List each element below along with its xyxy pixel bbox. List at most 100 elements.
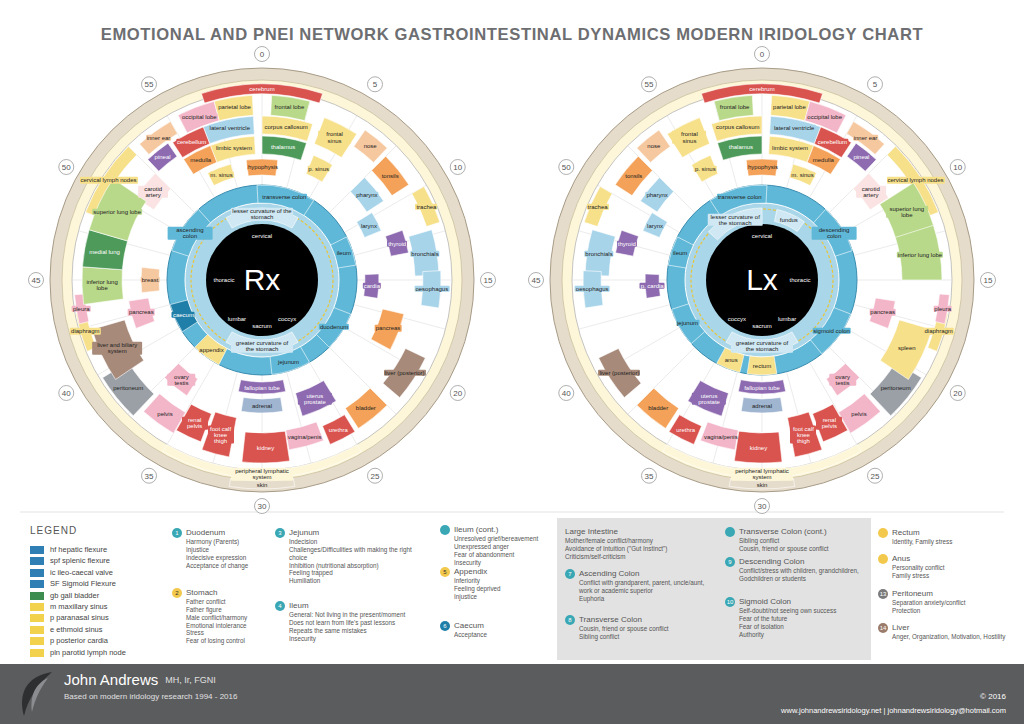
section-heading-row: 14Liver [878,622,1013,633]
organ-label: ovary testis [829,373,856,386]
clock-number: 40 [562,389,571,398]
clock-number: 35 [645,471,654,480]
legend-text: e ethmoid sinus [50,625,103,634]
organ-label: adrenal [751,403,773,409]
section-line: Fear of losing control [172,637,270,645]
organ-sector [637,388,679,428]
stomach-boundary [191,209,333,351]
legend-section: 13PeritoneumSeparation anxiety/conflictP… [878,588,1013,615]
clock-number: 10 [953,163,962,172]
clock-marker [950,386,965,401]
clock-number: 15 [484,276,493,285]
legend-section: Transverse Colon (cont.)Sibling conflict… [725,526,865,553]
organ-label: uterus prostate [298,393,332,406]
organ-label: greater curvature of the stomach [231,340,293,353]
clock-marker [450,386,465,401]
organ-label: bronchials [584,251,613,257]
rule [20,512,1004,513]
organ-sector [668,237,693,268]
clock-number: 30 [758,502,767,511]
section-line: Criticism/self-criticism [565,553,715,561]
callout-number: 9 [725,557,735,567]
legend-section: AnusPersonality conflictFamily stress [878,553,1013,580]
organ-label: cerebellum [817,139,848,145]
section-heading-row: Transverse Colon (cont.) [725,526,865,537]
logo-swirl [8,664,58,724]
organ-label: ovary testis [168,373,195,386]
organ-label: superior lung lobe [92,209,142,215]
organ-label: oesophagus [575,286,610,292]
organ-label: bronchials [410,251,439,257]
organ-label: parietal lobe [772,104,807,110]
organ-label: pelvis [156,410,173,416]
legend-section: 4IleumGeneral: Not living in the present… [275,600,430,642]
organ-sector [195,334,227,364]
contact-line: www.johnandrewsiridology.net | johnandre… [781,706,1006,715]
clock-number: 45 [32,276,41,285]
organ-band [572,90,952,470]
organ-sector [208,164,235,185]
organ-label: ascending colon [168,227,213,240]
organ-sector [747,356,777,375]
clock-marker [981,273,996,288]
collarette [167,185,357,375]
organ-sector [129,298,155,328]
organ-label: pleura [933,305,952,311]
organ-sector [210,136,255,162]
organ-label: greater curvature of the stomach [731,340,793,353]
organ-sector [615,230,638,256]
organ-label: pharynx [355,192,378,198]
legend-swatch [30,614,44,622]
spine-label: cervical [251,233,273,239]
section-heading-row: Ileum (cont.) [440,524,552,535]
organ-label: descending colon [812,227,857,240]
organ-label: thalamus [728,144,754,150]
clock-number: 20 [453,389,462,398]
section-heading: Liver [892,623,909,632]
section-heading: Transverse Colon [579,615,642,624]
organ-sector [316,308,350,348]
section-line: Emotional intolerance [172,622,270,630]
organ-sector [238,380,285,394]
organ-label: inferior lung lobe [897,252,943,258]
section-line: Inhibition (nutritional absorption) [275,562,430,570]
sector-divider [578,305,670,330]
section-line: Protection [878,607,1013,615]
clock-number: 0 [760,50,764,59]
organ-sector [286,422,324,450]
section-line: Cousin, friend or spouse conflict [565,625,715,633]
organ-label: medulla [812,157,835,163]
organ-label: peritoneum [112,385,144,391]
section-line: Sibling conflict [725,537,865,545]
organ-label: transverse colon [261,194,307,200]
legend-text: gb gall bladder [50,591,99,600]
section-heading: Caecum [454,621,484,630]
section-line: Father figure [172,606,270,614]
section-heading-row: Rectum [878,527,1013,538]
organ-sector [637,130,671,162]
legend-swatch [30,569,44,577]
spine-label: sacrum [251,323,273,329]
section-line: Avoidance of Intuition ("Gut Instinct") [565,545,715,553]
section-line: Self-doubt/not seeing own success [725,607,865,615]
section-line: Acceptance [440,631,552,639]
author-name: John Andrews [64,671,158,688]
organ-label: carotid artery [856,186,886,199]
organ-sector [826,363,859,395]
organ-label: lateral ventricle [209,125,251,131]
section-line: Acceptance of change [172,562,270,570]
organ-label: cerebrum [748,86,775,92]
organ-sector [700,422,738,450]
section-line: Fear of isolation [725,623,865,631]
organ-label: trachea [587,204,609,210]
organ-label: cervical lymph nodes [886,177,944,183]
section-heading: Ascending Colon [579,569,639,578]
organ-sector [810,308,850,354]
lymph-ring [62,80,462,480]
section-heading: Ileum [289,601,309,610]
section-line: Conflict with grandparent, parent, uncle… [565,579,715,595]
clock-marker [450,160,465,175]
spine-label: lumbar [227,315,247,321]
section-heading-row: 5Appendix [440,566,552,577]
